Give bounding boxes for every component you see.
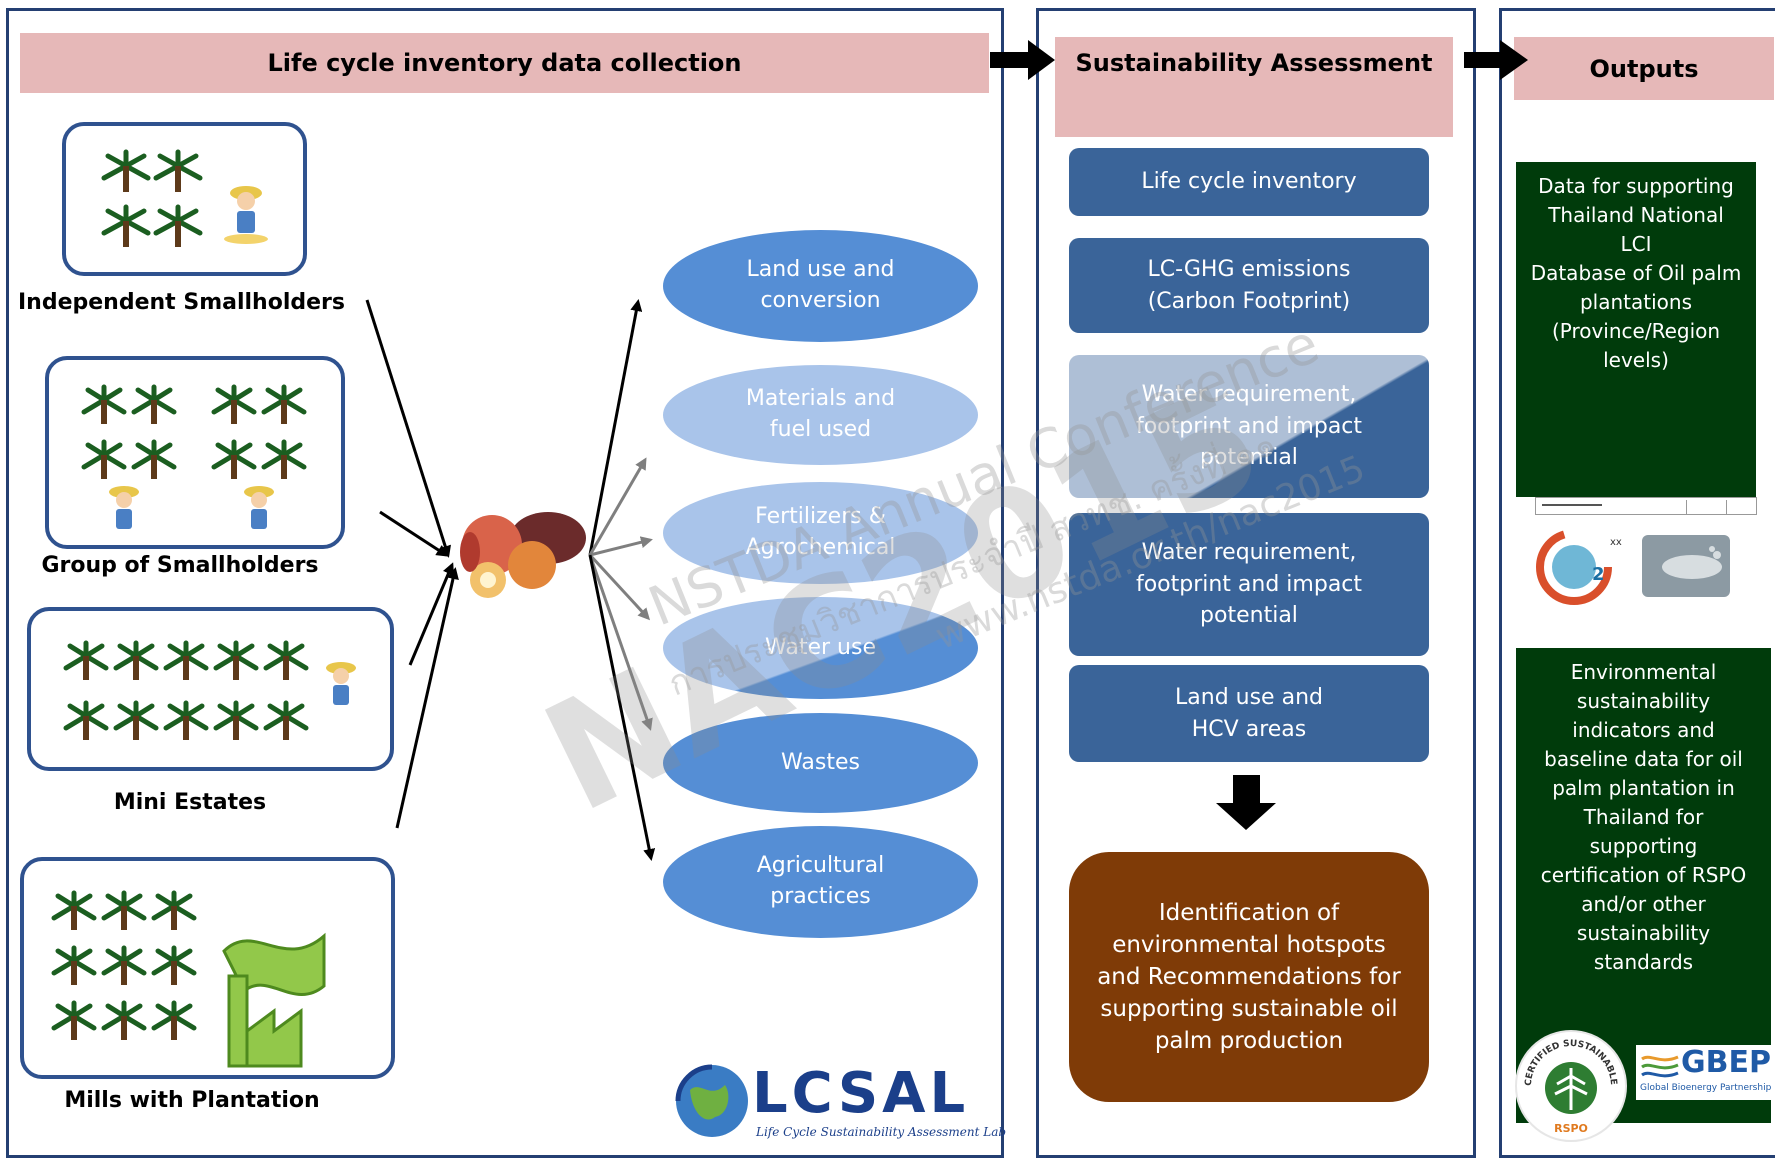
palm-trees-icon [63, 640, 356, 740]
palm-trees-icon [51, 890, 326, 1068]
assessment-result-hotspots: Identification of environmental hotspots… [1069, 852, 1429, 1102]
assessment-water-requirement-1: Water requirement, footprint and impact … [1069, 355, 1429, 498]
palm-trees-icon [101, 149, 268, 247]
arrow-mini [408, 562, 455, 666]
assessment-lc-ghg-emissions: LC-GHG emissions (Carbon Footprint) [1069, 238, 1429, 333]
gbep-logo: GBEP Global Bioenergy Partnership [1636, 1045, 1771, 1100]
globe-icon [675, 1064, 748, 1137]
arrow-assessment-to-outputs [1464, 40, 1528, 80]
farmer-icon [224, 186, 268, 244]
category-materials-fuel: Materials and fuel used [663, 365, 978, 465]
label-mini-estates: Mini Estates [113, 790, 267, 815]
source-box-group [45, 356, 345, 549]
palm-trees-icon [81, 384, 307, 529]
arrow-to-agricultural [588, 554, 656, 861]
arrow-independent [365, 299, 451, 558]
rspo-label: RSPO [1554, 1122, 1588, 1135]
arrow-to-water [588, 553, 651, 621]
farmer-icon [244, 486, 274, 529]
outputs-header: Outputs [1514, 37, 1774, 100]
arrow-down-to-result [1216, 775, 1276, 830]
label-group-of-smallholders: Group of Smallholders [41, 553, 319, 578]
arrow-collection-to-assessment [990, 40, 1055, 80]
gbep-wave-icon [1641, 1055, 1679, 1078]
co2-cycle-icon: 2 xx [1536, 529, 1622, 605]
palm-leaf-icon: CERTIFIED SUSTAINABLE PALM OIL [1517, 1032, 1618, 1114]
arrow-to-materials [588, 457, 647, 556]
farmer-icon [326, 662, 356, 705]
lcsal-name: LCSAL [752, 1061, 970, 1126]
source-box-mills [20, 857, 395, 1079]
arrow-to-fertilizers [589, 536, 653, 557]
svg-text:2: 2 [1592, 564, 1605, 585]
collection-header: Life cycle inventory data collection [20, 33, 989, 93]
output-document-thumbnail [1535, 497, 1757, 515]
category-water-use: Water use [663, 597, 978, 699]
lcsal-logo: LCSAL Life Cycle Sustainability Assessme… [670, 1055, 1006, 1145]
farmer-icon [109, 486, 139, 529]
gbep-subtitle: Global Bioenergy Partnership [1640, 1083, 1772, 1093]
gbep-name: GBEP [1681, 1045, 1771, 1080]
assessment-header: Sustainability Assessment [1055, 37, 1453, 137]
arrow-mills [395, 567, 459, 829]
category-wastes: Wastes [663, 713, 978, 813]
source-box-independent [62, 122, 307, 276]
lcsal-tagline: Life Cycle Sustainability Assessment Lab [756, 1125, 1007, 1139]
carbon-footprint-icons: 2 xx [1536, 529, 1730, 605]
arrow-group [379, 510, 449, 557]
arrow-to-wastes [588, 554, 653, 731]
output-lci-database: Data for supporting Thailand National LC… [1516, 162, 1756, 497]
category-land-use: Land use and conversion [663, 230, 978, 342]
assessment-land-use-hcv: Land use and HCV areas [1069, 665, 1429, 762]
label-independent-smallholders: Independent Smallholders [18, 290, 345, 315]
palm-fruit-icon [460, 512, 586, 598]
footprint-icon [1642, 535, 1730, 597]
arrow-to-land [588, 299, 643, 556]
assessment-water-requirement-2: Water requirement, footprint and impact … [1069, 513, 1429, 656]
factory-icon [222, 932, 326, 1068]
label-mills-with-plantation: Mills with Plantation [64, 1088, 320, 1113]
co2-sub-label: xx [1610, 537, 1622, 548]
category-agricultural-practices: Agricultural practices [663, 826, 978, 938]
category-fertilizers: Fertilizers & Agrochemical [663, 482, 978, 584]
rspo-logo: CERTIFIED SUSTAINABLE PALM OIL RSPO [1515, 1030, 1627, 1142]
assessment-life-cycle-inventory: Life cycle inventory [1069, 148, 1429, 216]
source-box-mini-estates [27, 607, 394, 771]
